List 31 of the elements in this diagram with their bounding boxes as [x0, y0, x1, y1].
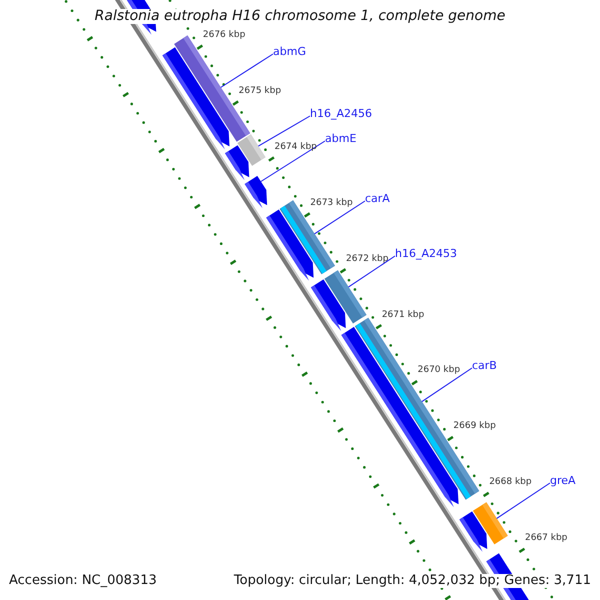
- tick-label: 2673 kbp: [310, 198, 353, 209]
- gene-feature: [472, 502, 508, 544]
- leader-line: [314, 200, 366, 234]
- tick-label: 2667 kbp: [524, 534, 568, 544]
- gene-feature: [324, 270, 366, 324]
- leader-line: [348, 256, 396, 288]
- tick-label: 2670 kbp: [418, 366, 460, 376]
- tick-label: 2672 kbp: [346, 254, 388, 264]
- tick-label: 2674 kbp: [274, 142, 317, 153]
- tick-label: 2676 kbp: [202, 30, 246, 41]
- leader-line: [260, 140, 326, 182]
- gene-label: greA: [550, 475, 576, 488]
- gene-label: abmE: [325, 133, 356, 146]
- gene-label: h16_A2453: [395, 248, 457, 260]
- leader-line: [258, 116, 310, 147]
- gene-feature: [280, 200, 335, 274]
- tick-label: 2669 kbp: [453, 422, 496, 432]
- leader-line: [496, 482, 550, 519]
- gene-feature: [244, 176, 268, 208]
- gene-feature: [237, 134, 266, 166]
- gene-label: abmG: [273, 46, 306, 58]
- tick-label: 2675 kbp: [238, 86, 282, 97]
- gene-label: carA: [365, 193, 390, 206]
- leader-line: [421, 368, 472, 402]
- accession-note: Accession: NC_008313: [9, 574, 157, 588]
- tick-label: 2671 kbp: [382, 310, 424, 320]
- tick-label: 2668 kbp: [489, 478, 532, 488]
- gene-label: carB: [472, 360, 497, 372]
- gene-label: h16_A2456: [310, 108, 372, 120]
- leader-line: [220, 54, 274, 88]
- genome-summary: Topology: circular; Length: 4,052,032 bp; Genes: 3,711: [234, 574, 591, 588]
